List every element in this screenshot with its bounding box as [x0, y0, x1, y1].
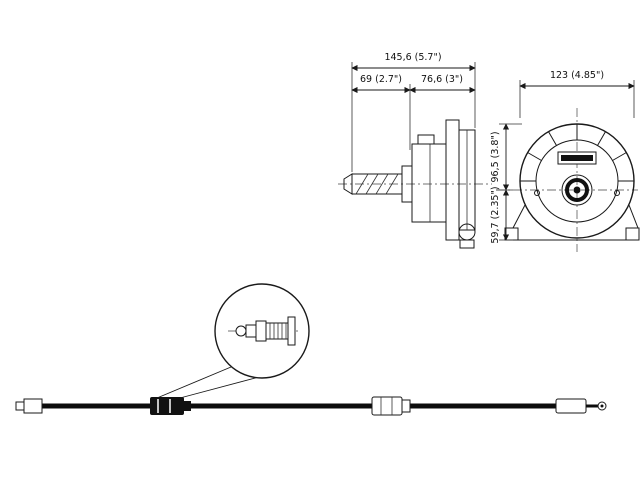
cable-right-rod-end — [555, 398, 607, 414]
face-screw-left — [534, 190, 540, 196]
dim-upper-height-label: 96,5 (3.8") — [490, 131, 501, 182]
dim-right-width-label: 76,6 (3") — [421, 74, 463, 85]
front-view-dimensions: 123 (4.85") 96,5 (3.8") 59,7 (2.35") — [490, 70, 635, 244]
mounting-feet — [504, 204, 640, 241]
dim-left-width-label: 69 (2.7") — [360, 74, 402, 85]
side-view: 145,6 (5.7") 69 (2.7") 76,6 (3") — [338, 52, 492, 249]
connector-threads — [269, 323, 287, 339]
dim-housing-width-label: 123 (4.85") — [550, 70, 604, 81]
housing-ribs — [520, 124, 634, 182]
cable-left-end-fitting — [15, 398, 43, 414]
detail-callout — [156, 283, 310, 399]
magnified-connector — [228, 316, 298, 346]
side-view-dimensions: 145,6 (5.7") 69 (2.7") 76,6 (3") — [351, 52, 476, 172]
shaft-hatching — [355, 173, 399, 195]
face-screw-right — [614, 190, 620, 196]
dim-total-width-label: 145,6 (5.7") — [384, 52, 441, 63]
steering-hub — [561, 174, 593, 206]
cable-assembly — [15, 396, 607, 416]
cable-connector-fitting — [150, 397, 191, 415]
dim-lower-height-label: 59,7 (2.35") — [490, 186, 501, 243]
cable-mid-coupling-nut — [371, 396, 411, 416]
brand-plate — [557, 151, 597, 165]
mounting-plate — [445, 119, 476, 249]
callout-leader-left — [156, 366, 232, 399]
front-view: 123 (4.85") 96,5 (3.8") 59,7 (2.35") — [490, 70, 640, 252]
helm-body — [401, 134, 447, 223]
